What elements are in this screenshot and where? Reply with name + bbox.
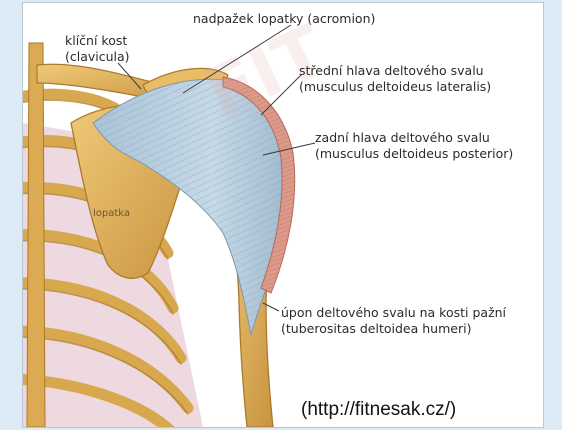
spine (27, 43, 45, 427)
anatomy-figure: FIT klíční kost (clavicula) nadpažek lop… (22, 2, 544, 428)
label-acromion: nadpažek lopatky (acromion) (193, 11, 375, 27)
source-credit: (http://fitnesak.cz/) (301, 399, 456, 421)
label-deltoid-lateral: střední hlava deltového svalu (musculus … (299, 63, 491, 95)
label-scapula: lopatka (93, 208, 130, 219)
label-tuberosity: úpon deltového svalu na kosti pažní (tub… (281, 305, 506, 337)
label-deltoid-posterior: zadní hlava deltového svalu (musculus de… (315, 130, 513, 162)
label-clavicle: klíční kost (clavicula) (65, 33, 130, 65)
